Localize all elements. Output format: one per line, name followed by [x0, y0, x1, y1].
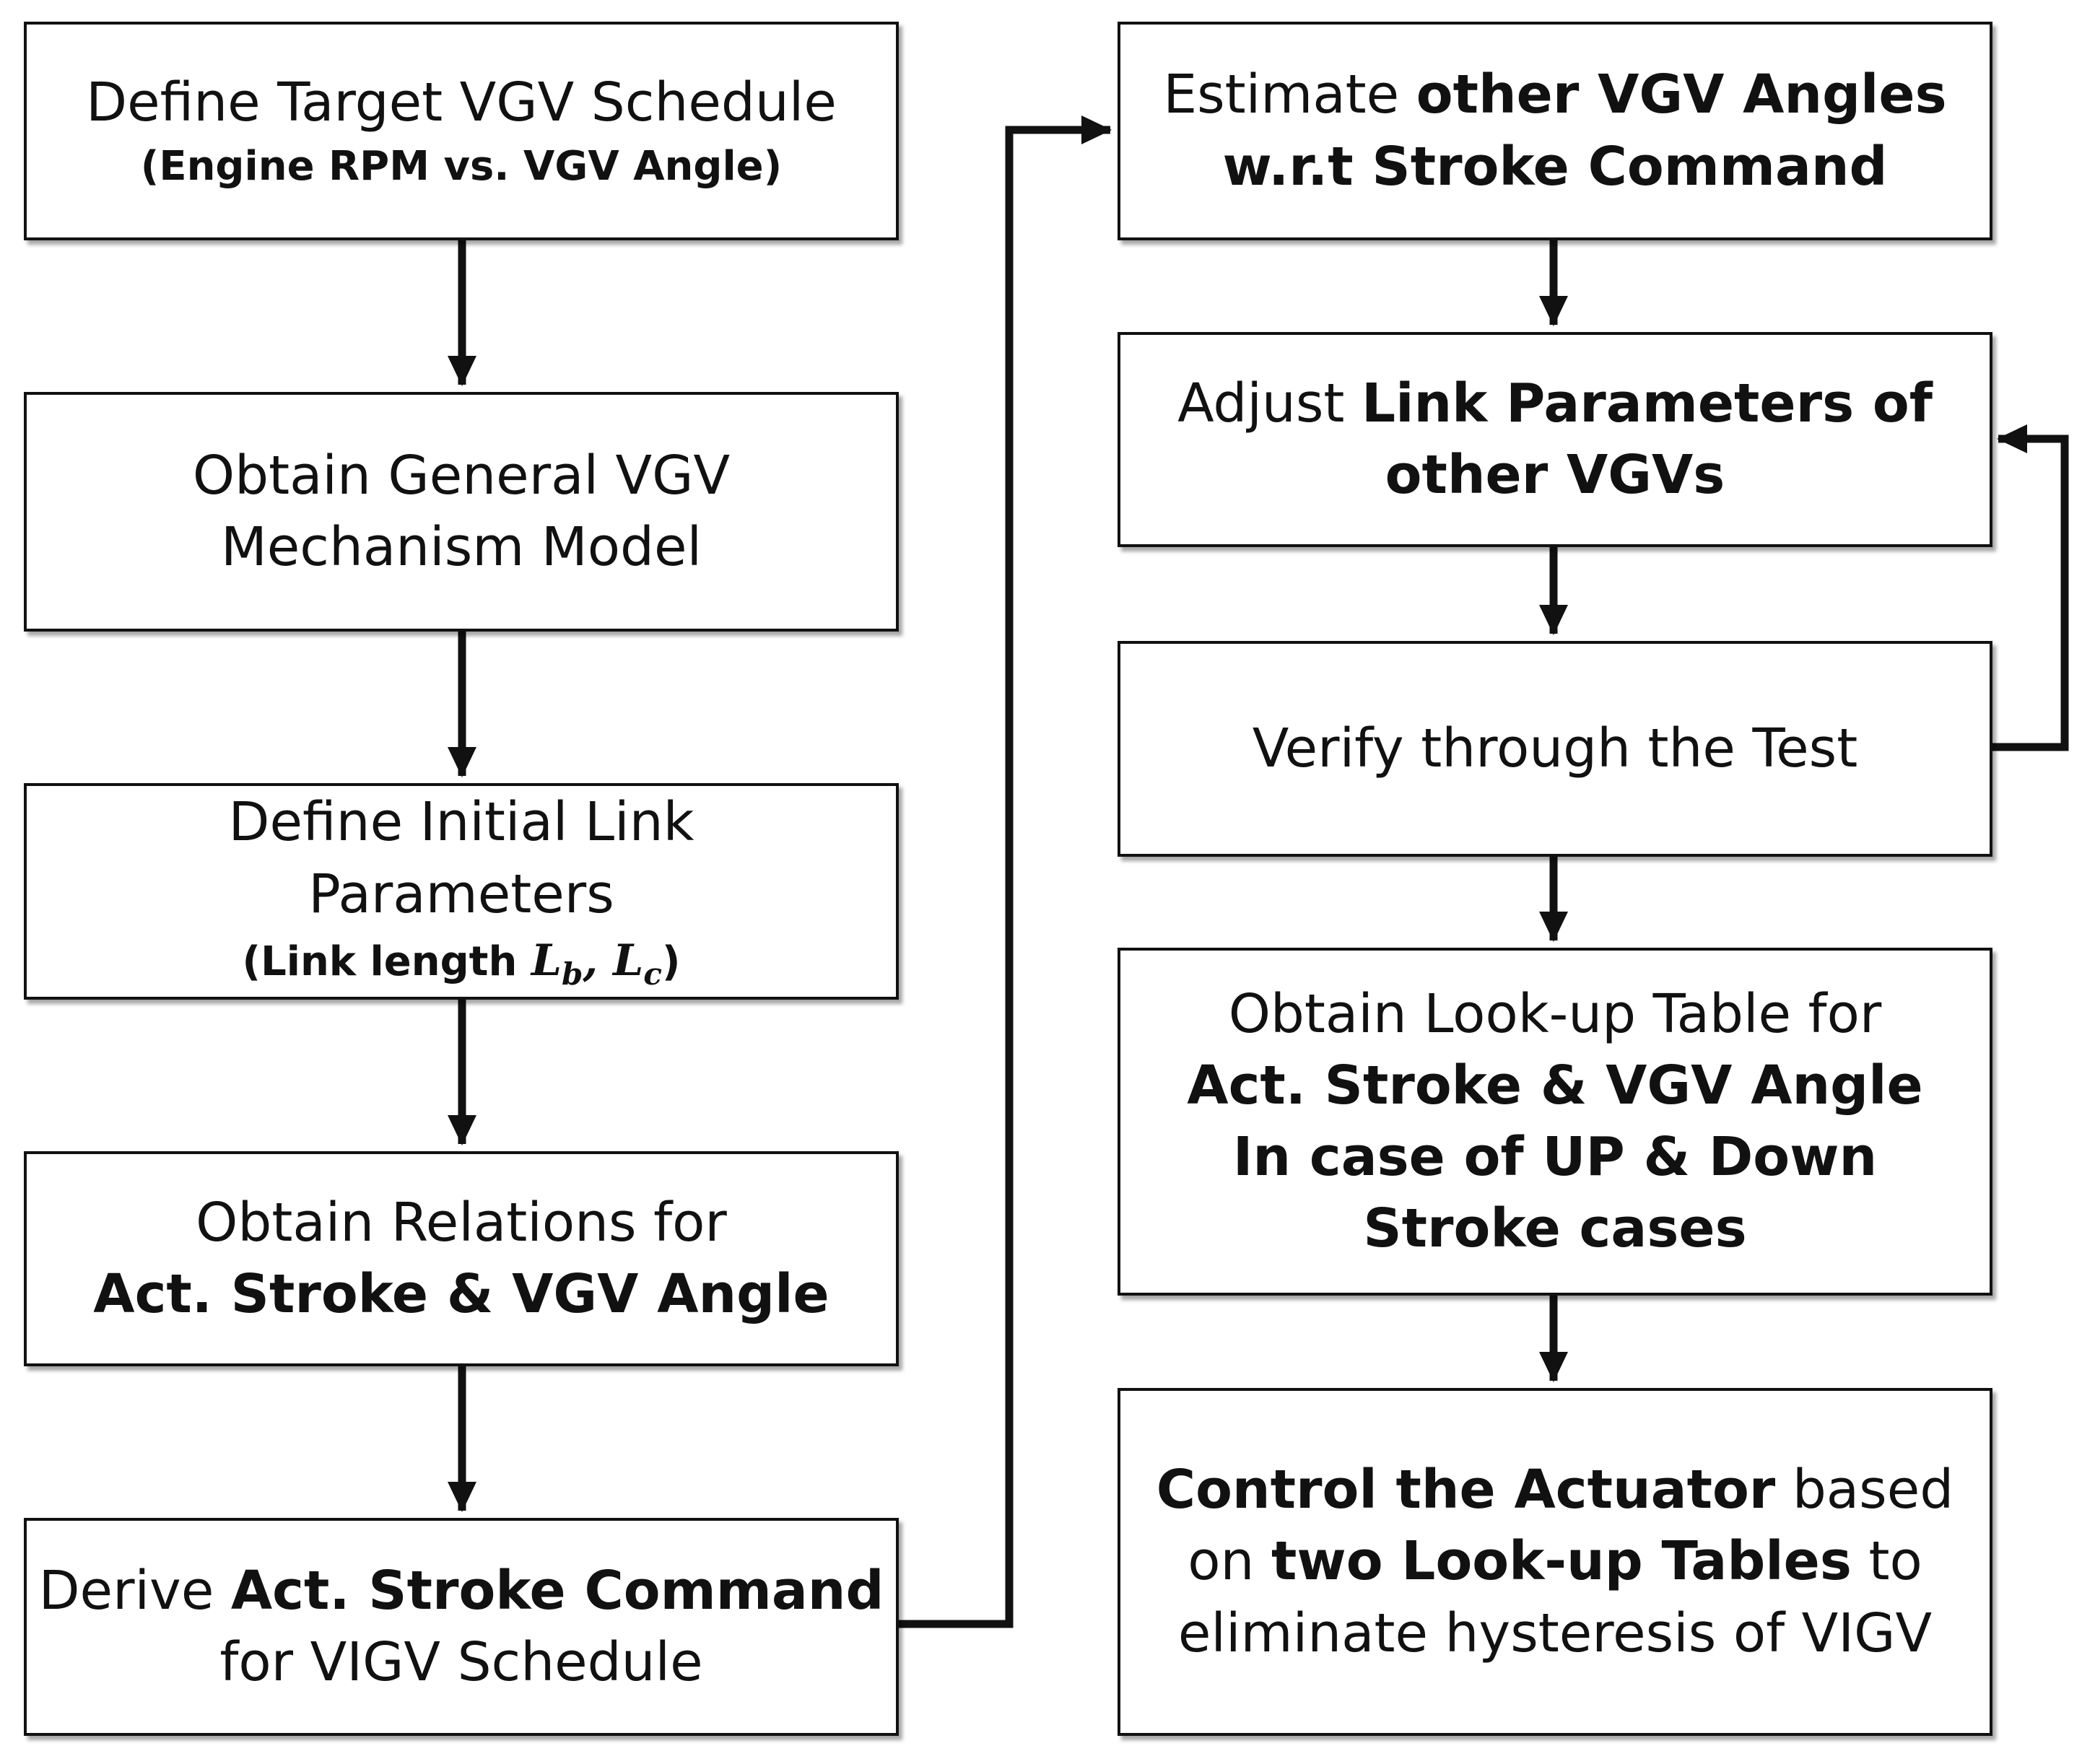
box-text: Derive Act. Stroke Command [38, 1559, 884, 1622]
box-text: Verify through the Test [1252, 717, 1858, 780]
box-obtain-lookup-table: Obtain Look-up Table for Act. Stroke & V… [1118, 948, 1992, 1296]
box-verify-test: Verify through the Test [1118, 641, 1992, 857]
box-control-actuator: Control the Actuator based on two Look-u… [1118, 1388, 1992, 1736]
box-text: Obtain General VGV [192, 444, 731, 507]
box-derive-stroke-command: Derive Act. Stroke Command for VIGV Sche… [24, 1518, 899, 1736]
box-text: on two Look-up Tables to [1188, 1530, 1922, 1593]
box-text: w.r.t Stroke Command [1222, 135, 1888, 198]
box-note: (Link length Lb, Lc) [242, 935, 681, 992]
box-text: Define Initial Link [228, 791, 694, 854]
box-text: Obtain Look-up Table for [1228, 982, 1882, 1045]
box-text: Obtain Relations for [196, 1191, 727, 1254]
box-note: (Engine RPM vs. VGV Angle) [140, 142, 783, 190]
box-adjust-link-parameters: Adjust Link Parameters of other VGVs [1118, 332, 1992, 547]
box-obtain-relations: Obtain Relations for Act. Stroke & VGV A… [24, 1151, 899, 1366]
box-text: Define Target VGV Schedule [86, 71, 837, 134]
box-text: other VGVs [1385, 444, 1725, 506]
link-length-symbol-c: Lc [613, 935, 662, 992]
box-text: Act. Stroke & VGV Angle [93, 1263, 829, 1325]
box-obtain-mechanism-model: Obtain General VGV Mechanism Model [24, 392, 899, 632]
box-text: Adjust Link Parameters of [1177, 372, 1933, 435]
box-text: Mechanism Model [220, 516, 702, 578]
box-text: Parameters [308, 863, 614, 925]
box-estimate-vgv-angles: Estimate other VGV Angles w.r.t Stroke C… [1118, 22, 1992, 240]
arrow-derive-to-estimate [899, 115, 1112, 1628]
box-text: In case of UP & Down [1232, 1126, 1878, 1188]
box-text: Act. Stroke & VGV Angle [1187, 1054, 1923, 1117]
box-text: eliminate hysteresis of VIGV [1177, 1602, 1933, 1664]
box-text: for VIGV Schedule [219, 1631, 703, 1693]
box-define-initial-link: Define Initial Link Parameters (Link len… [24, 783, 899, 1000]
box-define-target-schedule: Define Target VGV Schedule (Engine RPM v… [24, 22, 899, 240]
box-text: Estimate other VGV Angles [1163, 64, 1947, 126]
arrow-verify-feedback-to-adjust [1992, 424, 2069, 751]
box-text: Control the Actuator based [1156, 1459, 1954, 1521]
link-length-symbol-b: Lb [531, 935, 583, 992]
box-text: Stroke cases [1363, 1197, 1747, 1260]
